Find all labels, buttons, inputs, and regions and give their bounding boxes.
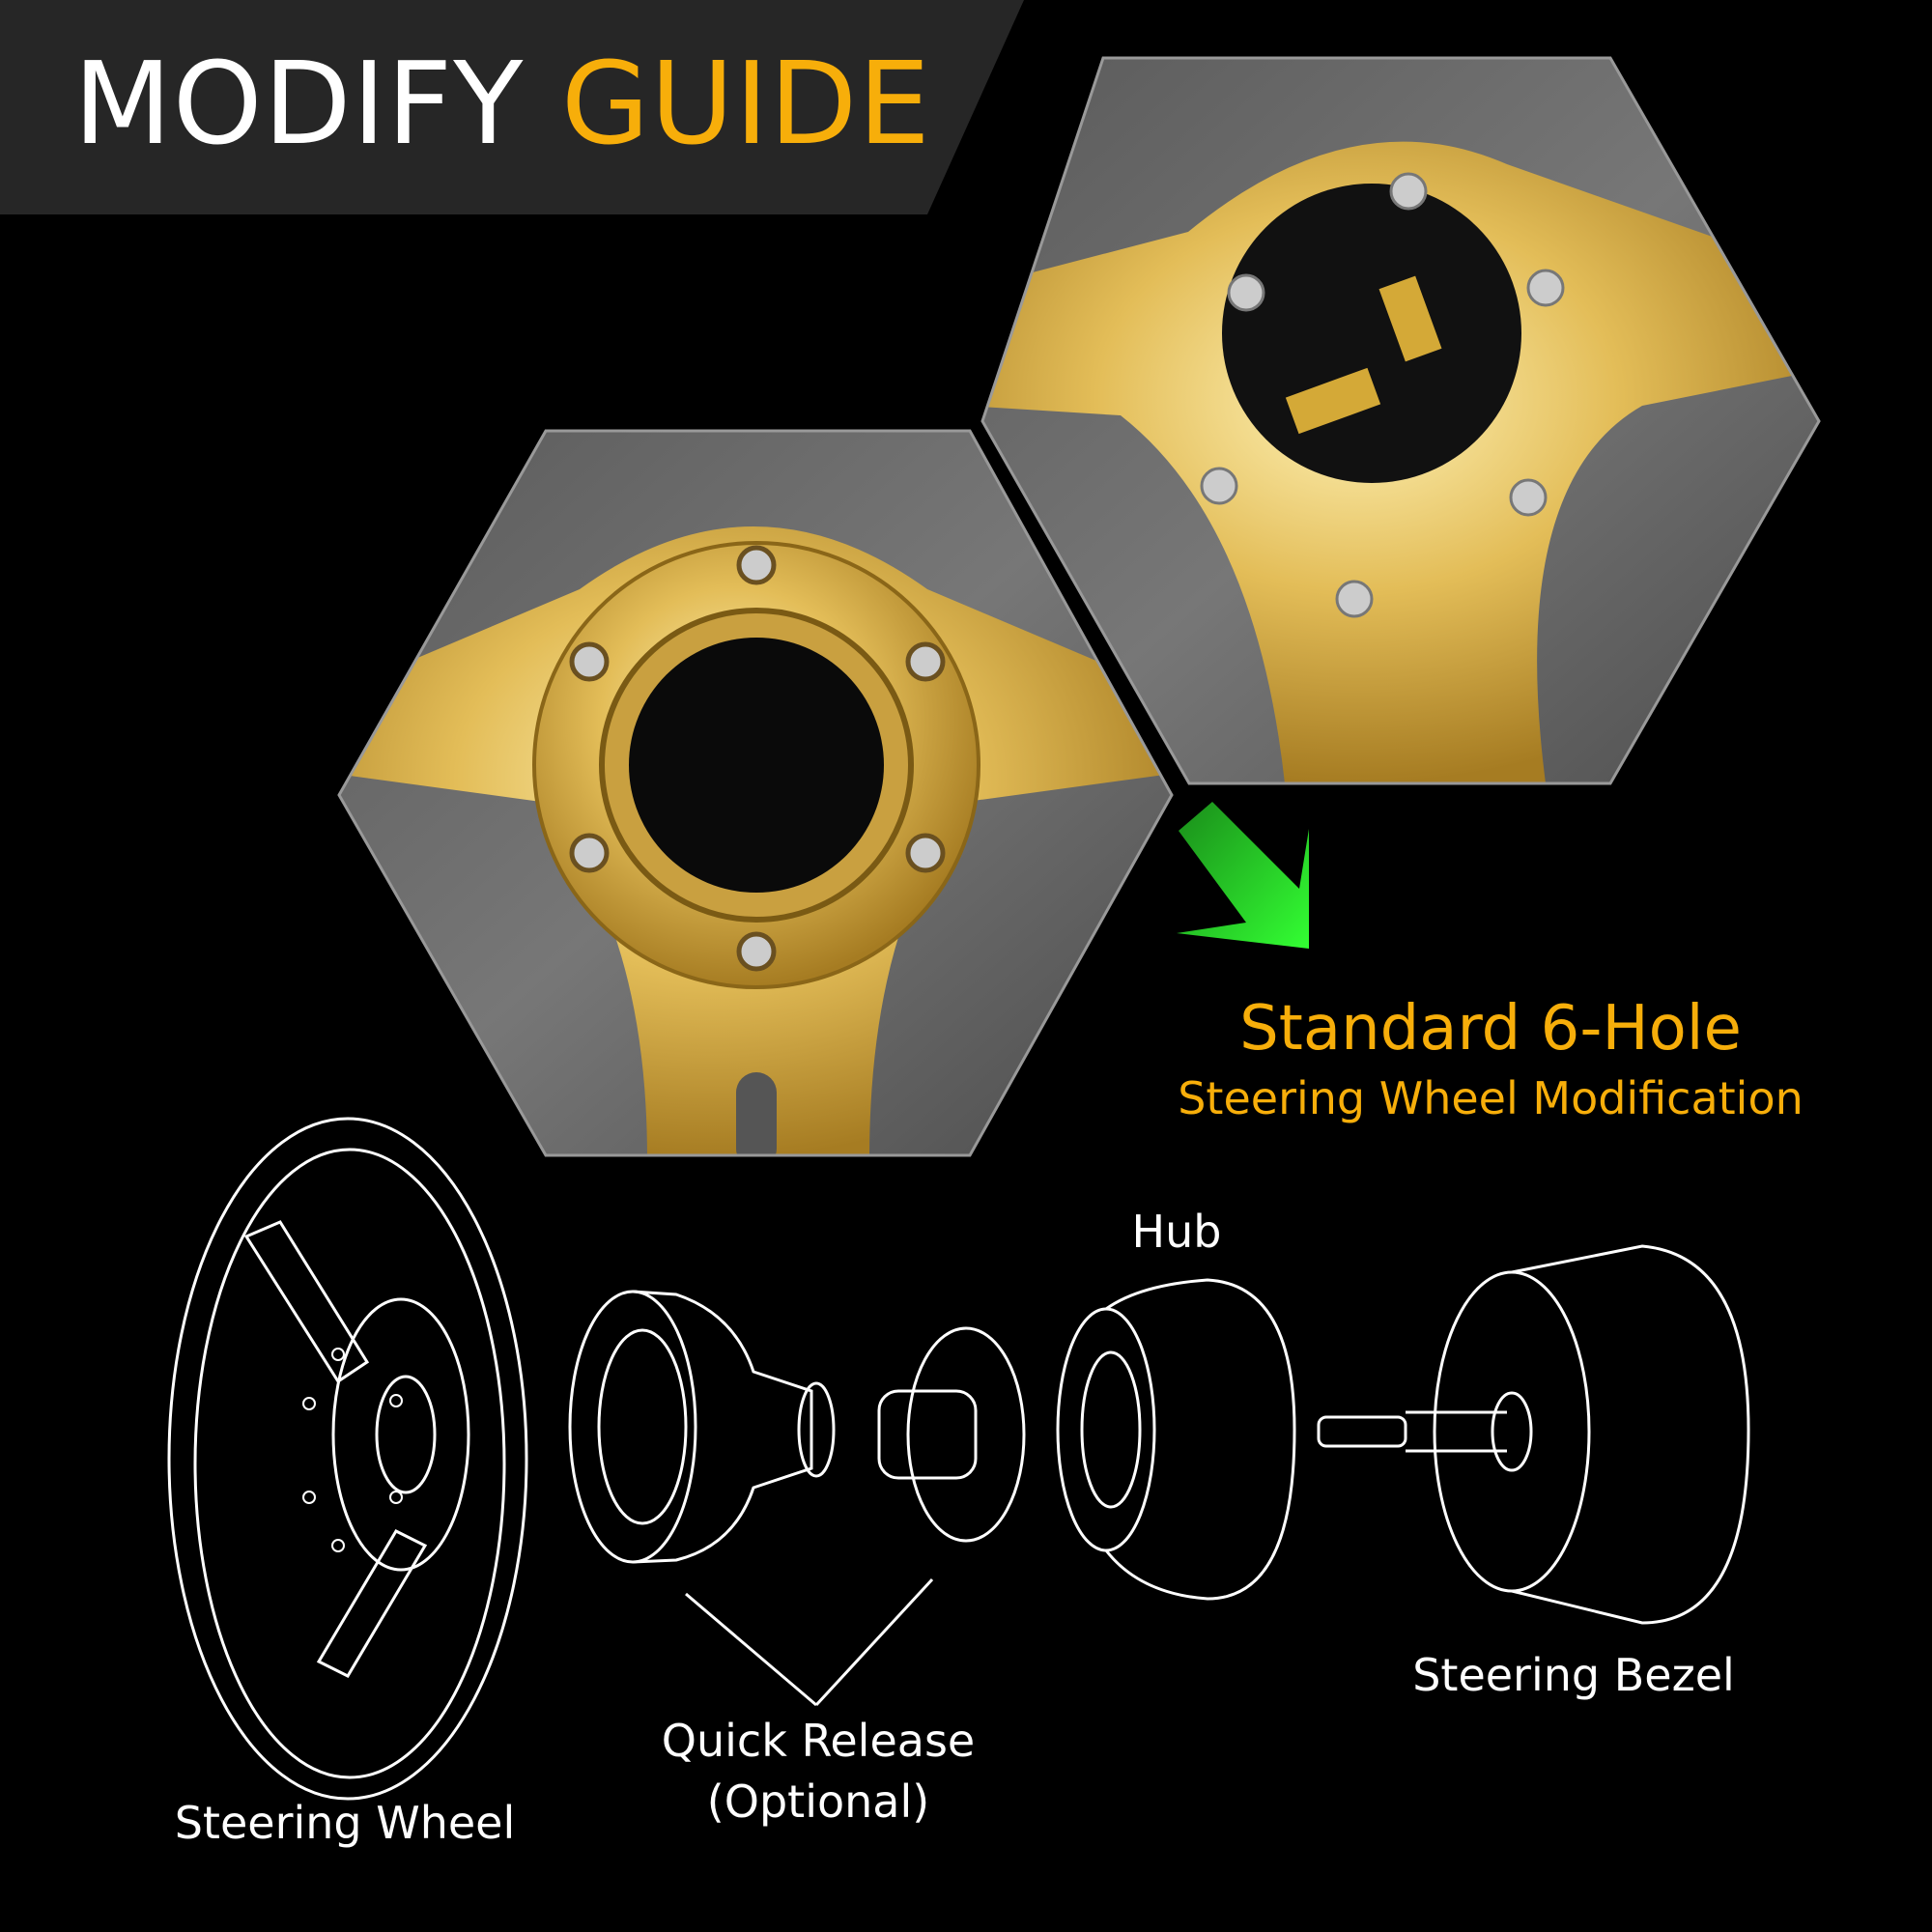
- arrow-icon: [1177, 802, 1309, 949]
- label-hub: Hub: [1131, 1206, 1222, 1258]
- label-steering-wheel: Steering Wheel: [174, 1797, 516, 1849]
- steering-bezel-drawing: [1317, 1244, 1750, 1625]
- label-quick-release-optional: (Optional): [706, 1776, 930, 1828]
- callout-title: Standard 6-Hole: [1239, 993, 1742, 1065]
- title-accent: GUIDE: [560, 37, 931, 170]
- quick-release-drawing: [568, 1290, 1026, 1707]
- page-title: MODIFY GUIDE: [73, 46, 931, 160]
- label-quick-release: Quick Release: [661, 1715, 976, 1767]
- title-white: MODIFY: [73, 37, 525, 170]
- header-banner: [0, 0, 1024, 214]
- label-steering-bezel: Steering Bezel: [1412, 1649, 1735, 1701]
- callout-subtitle: Steering Wheel Modification: [1178, 1072, 1804, 1124]
- steering-wheel-drawing: [167, 1117, 528, 1801]
- hub-drawing: [1056, 1278, 1296, 1601]
